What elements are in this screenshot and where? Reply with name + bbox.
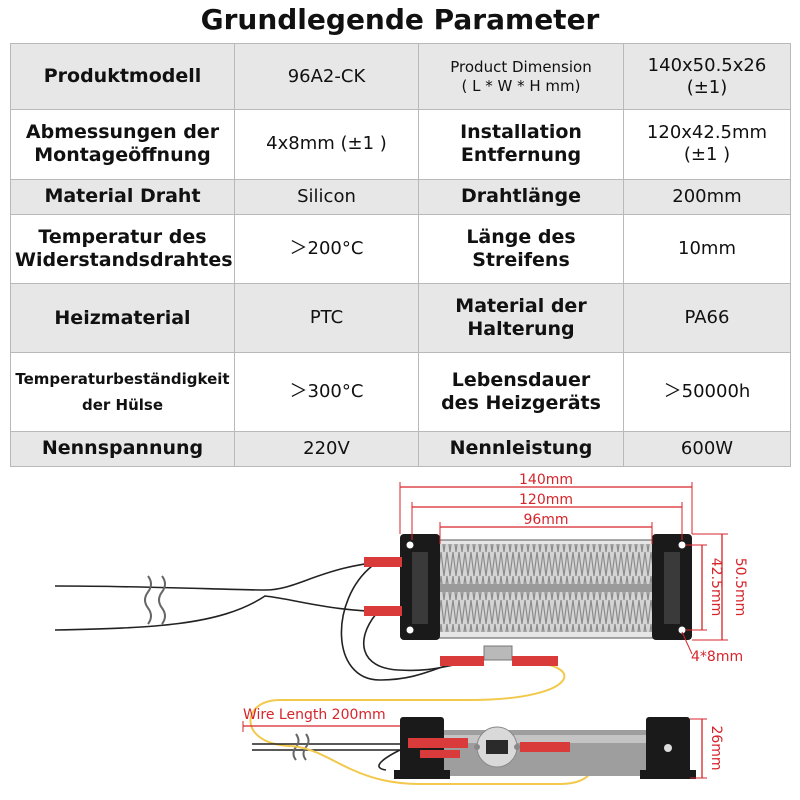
mounting-hole <box>406 541 414 549</box>
heating-fins <box>440 592 652 632</box>
red-terminal <box>420 750 460 758</box>
heater-top-view: 140mm 120mm 96mm 50.5mm 42.5mm 4*8mm <box>54 472 748 747</box>
param-value: Silicon <box>234 178 419 215</box>
lead-wire <box>362 613 461 672</box>
bracket-slot <box>664 552 680 624</box>
mounting-hole <box>678 541 686 549</box>
lead-wire <box>378 749 401 771</box>
param-value: ＞300°C <box>234 352 419 432</box>
red-terminal <box>364 606 402 616</box>
param-label: Nennspannung <box>10 430 235 468</box>
param-value: ＞200°C <box>234 213 419 285</box>
dim-wire-length-label: Wire Length 200mm <box>243 707 386 723</box>
parameter-table: Produktmodell 96A2-CK Product Dimension(… <box>10 42 791 468</box>
thermal-fuse-core <box>486 740 508 754</box>
yellow-wire <box>249 661 566 747</box>
param-value: ＞50000h <box>623 352 791 432</box>
dim-length-label: 140mm <box>519 472 573 488</box>
param-value: 600W <box>623 430 791 468</box>
lead-wire <box>54 595 401 631</box>
red-terminal <box>408 738 468 748</box>
mounting-hole <box>664 744 672 752</box>
side-body-plate <box>420 735 660 743</box>
param-value: 10mm <box>623 213 791 285</box>
dim-install-width-label: 42.5mm <box>708 558 724 616</box>
thermal-fuse <box>483 645 513 661</box>
wire-break-mark <box>302 733 310 761</box>
dimension-leader <box>681 631 693 655</box>
param-value: 120x42.5mm (±1 ) <box>623 109 791 180</box>
mounting-hole <box>678 626 686 634</box>
dim-hole-label: 4*8mm <box>691 649 743 665</box>
heating-fins <box>440 544 652 584</box>
param-label: Material Draht <box>10 178 235 215</box>
fuse-rivet <box>514 744 520 750</box>
fuse-sleeve <box>512 656 558 666</box>
param-value: PA66 <box>623 283 791 354</box>
table-row: Material Draht Silicon Drahtlänge 200mm <box>10 178 791 215</box>
dim-width-label: 50.5mm <box>732 558 748 616</box>
param-value: 140x50.5x26 (±1) <box>623 42 791 111</box>
param-value: 4x8mm (±1 ) <box>234 109 419 180</box>
mounting-hole <box>406 626 414 634</box>
bracket-foot <box>640 770 696 779</box>
dim-heating-label: 96mm <box>523 512 568 528</box>
table-row: Nennspannung 220V Nennleistung 600W <box>10 430 791 468</box>
wire-break-mark <box>144 575 152 625</box>
table-row: Produktmodell 96A2-CK Product Dimension(… <box>10 42 791 111</box>
param-label: Product Dimension( L * W * H mm) <box>418 42 624 111</box>
fuse-sleeve <box>440 656 484 666</box>
param-value: 200mm <box>623 178 791 215</box>
param-value: 220V <box>234 430 419 468</box>
param-label: Produktmodell <box>10 42 235 111</box>
page-title: Grundlegende Parameter <box>200 3 600 36</box>
param-label: Drahtlänge <box>418 178 624 215</box>
bracket-slot <box>412 552 428 624</box>
fuse-rivet <box>474 744 480 750</box>
wire-break-mark <box>158 575 166 625</box>
param-label: Heizmaterial <box>10 283 235 354</box>
param-label: Nennleistung <box>418 430 624 468</box>
fin-divider <box>440 584 652 592</box>
heater-side-view: Wire Length 200mm 26mm <box>242 707 724 785</box>
dim-install-label: 120mm <box>519 492 573 508</box>
param-value: PTC <box>234 283 419 354</box>
red-terminal <box>364 557 402 567</box>
lead-wire <box>54 559 401 591</box>
bracket-foot <box>394 770 450 779</box>
fuse-sleeve <box>520 742 570 752</box>
param-value: 96A2-CK <box>234 42 419 111</box>
heater-diagram: 140mm 120mm 96mm 50.5mm 42.5mm 4*8mm Wir… <box>54 472 748 785</box>
dim-height-label: 26mm <box>708 725 724 770</box>
